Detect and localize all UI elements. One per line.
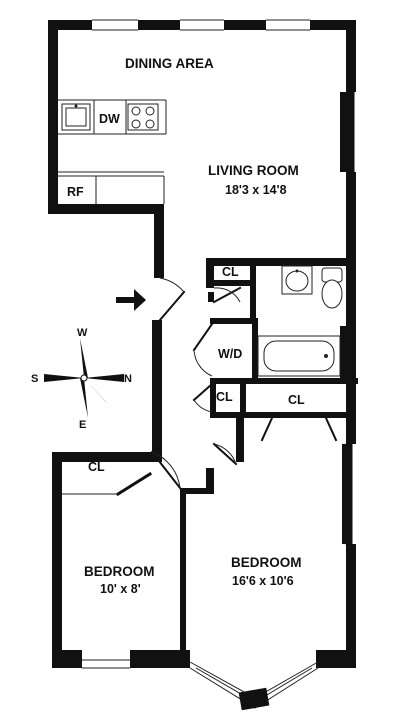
bedroom-right-dimensions: 16'6 x 10'6	[232, 574, 294, 588]
entry-door[interactable]	[158, 277, 186, 322]
entry-arrow-icon	[116, 289, 146, 311]
bathtub-icon	[257, 335, 341, 377]
stove-icon	[127, 103, 159, 131]
living-room-dimensions: 18'3 x 14'8	[225, 183, 287, 197]
compass-east: E	[79, 419, 86, 431]
dining-area-label: DINING AREA	[125, 56, 214, 71]
compass-north: N	[124, 373, 132, 385]
bedroom-right-door[interactable]	[212, 442, 238, 466]
closet-label-right: CL	[288, 393, 305, 407]
closet-label-top: CL	[222, 265, 239, 279]
wd-door[interactable]	[192, 322, 214, 377]
bedroom-right-label: BEDROOM	[231, 555, 302, 570]
closet-door-upper[interactable]	[212, 286, 242, 304]
washer-dryer-label: W/D	[218, 347, 242, 361]
bay-window	[189, 661, 319, 711]
refrigerator-label: RF	[67, 185, 84, 199]
closet-label-mid: CL	[216, 390, 233, 404]
room-labels: DINING AREA LIVING ROOM 18'3 x 14'8 CL W…	[84, 56, 305, 596]
living-room-label: LIVING ROOM	[208, 163, 299, 178]
doors	[58, 171, 338, 497]
top-windows	[92, 19, 310, 31]
closet-label-left-bedroom: CL	[88, 460, 105, 474]
bedroom-left-dimensions: 10' x 8'	[100, 582, 141, 596]
toilet-icon	[321, 267, 343, 309]
bedroom-left-closet-door[interactable]	[62, 471, 153, 497]
bedroom-left-label: BEDROOM	[84, 564, 155, 579]
kitchen: DW RF	[58, 99, 167, 204]
compass-south: S	[31, 373, 38, 385]
closet-door-lower[interactable]	[192, 382, 214, 413]
bathroom-sink-icon	[281, 265, 313, 295]
closet-door-right[interactable]	[260, 416, 338, 442]
walls	[48, 19, 358, 669]
compass-west: W	[77, 327, 88, 339]
bedroom-left-door[interactable]	[150, 450, 182, 490]
sink-icon	[61, 103, 91, 131]
compass-icon: W E S N	[31, 327, 132, 431]
dishwasher-label: DW	[99, 112, 120, 126]
bathroom	[257, 265, 343, 377]
